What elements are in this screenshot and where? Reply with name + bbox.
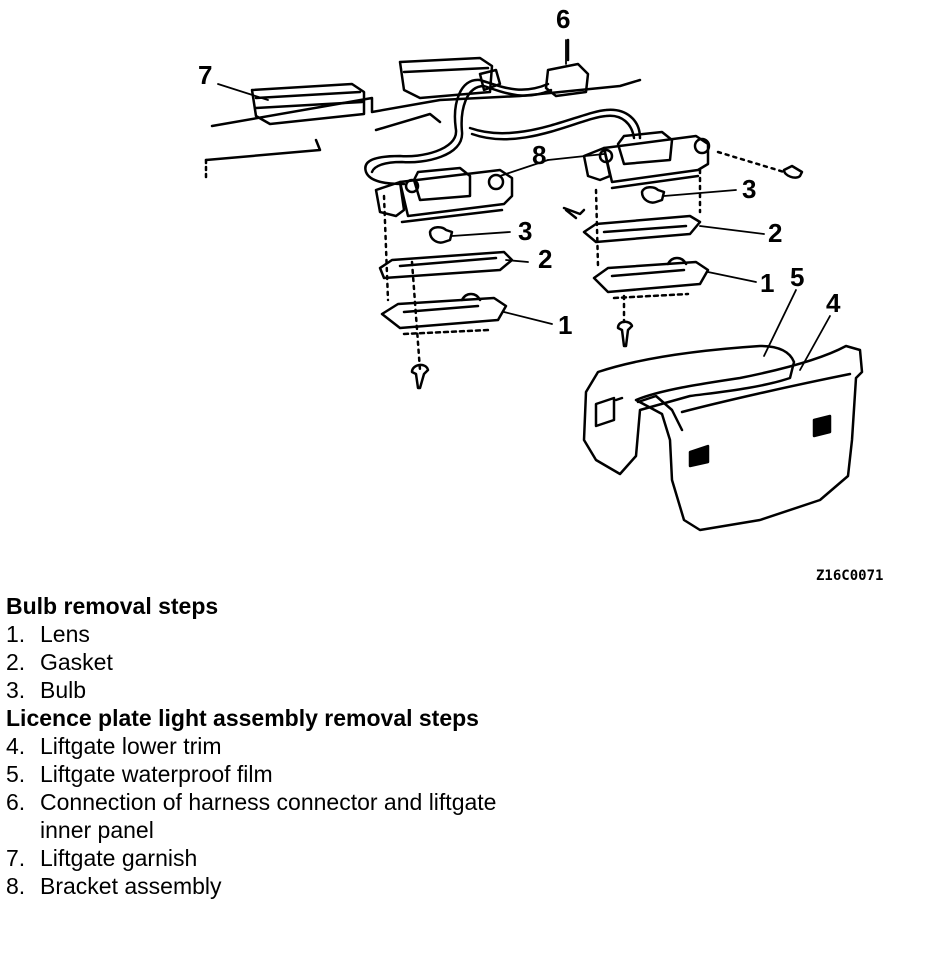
callout-1-right: 1	[760, 268, 774, 298]
bulb-removal-list: 1. Lens 2. Gasket 3. Bulb	[6, 620, 606, 704]
liftgate-lower-trim	[634, 344, 864, 532]
step-text: Gasket	[40, 649, 113, 675]
liftgate-waterproof-film	[582, 344, 796, 476]
exploded-diagram: 7 6 8 3 2 1 3 2 1 5 4 Z16C0071	[198, 4, 883, 584]
step-text: Connection of harness connector and lift…	[40, 789, 497, 843]
right-gasket	[582, 214, 702, 244]
removal-steps-legend: Bulb removal steps 1. Lens 2. Gasket 3. Bul…	[6, 592, 606, 900]
figure-code: Z16C0071	[816, 568, 883, 584]
list-item: 2. Gasket	[6, 648, 606, 676]
step-number: 8.	[6, 873, 26, 899]
list-item: 7. Liftgate garnish	[6, 844, 606, 872]
callout-5: 5	[790, 262, 804, 292]
list-item: 1. Lens	[6, 620, 606, 648]
harness-wire	[364, 38, 642, 186]
callout-2-right: 2	[768, 218, 782, 248]
step-text: Bulb	[40, 677, 87, 703]
step-number: 2.	[6, 649, 26, 675]
list-item: 4. Liftgate lower trim	[6, 732, 606, 760]
right-lens	[592, 256, 710, 300]
list-item: 5. Liftgate waterproof film	[6, 760, 606, 788]
right-light-bracket	[582, 130, 711, 190]
liftgate-garnish	[204, 56, 642, 180]
step-number: 1.	[6, 621, 26, 647]
leader-lines	[217, 39, 831, 371]
step-number: 6.	[6, 789, 26, 815]
step-text: Liftgate lower trim	[40, 733, 222, 759]
step-text: Liftgate garnish	[40, 845, 198, 871]
left-lens	[380, 292, 508, 336]
assembly-removal-list: 4. Liftgate lower trim 5. Liftgate waterpr…	[6, 732, 606, 900]
list-item: 6. Connection of harness connector and li…	[6, 788, 606, 844]
right-screws	[594, 150, 804, 348]
callout-4: 4	[826, 288, 841, 318]
step-text: Liftgate waterproof film	[40, 761, 273, 787]
left-gasket	[378, 250, 514, 280]
step-text: Bracket assembly	[40, 873, 222, 899]
list-item: 3. Bulb	[6, 676, 606, 704]
step-number: 4.	[6, 733, 26, 759]
step-text: Lens	[40, 621, 90, 647]
callout-6: 6	[556, 4, 570, 34]
assembly-removal-heading: Licence plate light assembly removal ste…	[6, 705, 479, 731]
left-screws	[382, 194, 586, 390]
left-light-bracket	[374, 166, 514, 224]
right-bulb	[640, 186, 666, 204]
step-number: 5.	[6, 761, 26, 787]
callout-7: 7	[198, 60, 212, 90]
step-number: 7.	[6, 845, 26, 871]
callout-3-right: 3	[742, 174, 756, 204]
callout-8: 8	[532, 140, 546, 170]
callout-1-left: 1	[558, 310, 572, 340]
left-bulb	[428, 226, 454, 244]
step-number: 3.	[6, 677, 26, 703]
list-item: 8. Bracket assembly	[6, 872, 606, 900]
callout-2-left: 2	[538, 244, 552, 274]
callout-3-left: 3	[518, 216, 532, 246]
bulb-removal-heading: Bulb removal steps	[6, 593, 219, 619]
